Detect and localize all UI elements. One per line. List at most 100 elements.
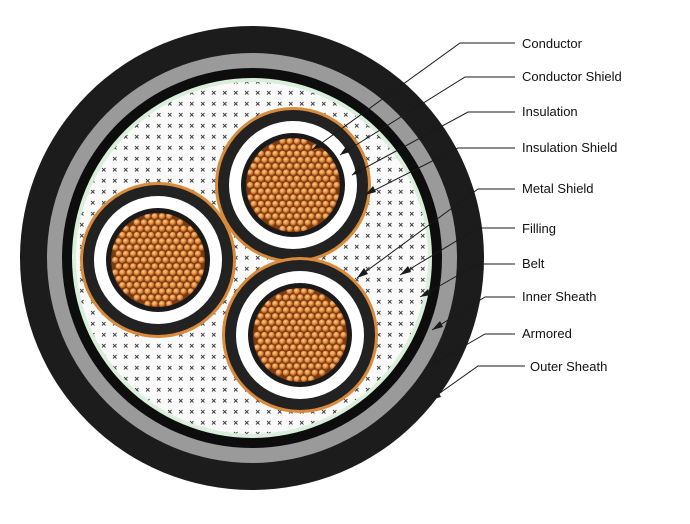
conductor-strand	[264, 325, 272, 332]
conductor-strand	[304, 294, 311, 301]
conductor-strand	[155, 244, 162, 251]
conductor-strand	[315, 150, 322, 157]
conductor-strand	[301, 163, 308, 170]
conductor-strand	[297, 181, 304, 189]
conductor-strand	[286, 338, 293, 345]
conductor-strand	[261, 181, 268, 189]
conductor-strand	[119, 282, 126, 289]
conductor-strand	[176, 269, 184, 276]
conductor-strand	[279, 300, 286, 307]
conductor-strand	[158, 300, 166, 307]
conductor-strand	[133, 219, 140, 226]
conductor-strand	[304, 207, 311, 214]
conductor-strand	[322, 313, 329, 320]
conductor-strand	[122, 263, 130, 270]
conductor-strand	[261, 319, 268, 326]
conductor-strand	[119, 269, 126, 276]
conductor-strand	[126, 244, 133, 251]
conductor-strand	[311, 194, 319, 201]
conductor-strand	[322, 175, 329, 182]
conductor-strand	[297, 294, 304, 301]
conductor-strand	[130, 238, 137, 245]
conductor-strand	[286, 313, 293, 320]
label-insulation-shield: Insulation Shield	[522, 140, 617, 155]
conductor-strand	[319, 181, 326, 189]
conductor-strand	[319, 194, 326, 201]
conductor-strand	[304, 344, 311, 351]
conductor-strand	[318, 357, 326, 364]
arrowhead-inner-sheath	[432, 321, 443, 330]
conductor-strand	[261, 331, 268, 339]
conductor-strand	[286, 188, 293, 195]
conductor-strand	[326, 331, 333, 339]
label-armored: Armored	[522, 326, 572, 341]
conductor-strand	[155, 282, 162, 289]
conductor-strand	[119, 231, 126, 239]
conductor-strand	[119, 244, 126, 251]
conductor-strand	[158, 288, 166, 295]
conductor-strand	[148, 294, 155, 301]
leader-lines	[311, 42, 525, 401]
conductor-strand	[279, 338, 286, 345]
conductor-strand	[319, 207, 326, 214]
conductor-strand	[304, 219, 311, 226]
conductor-strand	[254, 319, 261, 326]
conductor-strand	[329, 188, 337, 195]
conductor-strand	[300, 313, 308, 320]
conductor-strand	[282, 369, 290, 376]
conductor-strand	[336, 313, 344, 320]
conductor-strand	[265, 188, 272, 195]
conductor-strand	[297, 207, 304, 214]
conductor-strand	[293, 200, 301, 208]
conductor-strand	[322, 350, 329, 358]
conductor-strand	[173, 225, 180, 232]
conductor-strand	[326, 357, 333, 364]
conductor-strand	[272, 213, 279, 220]
conductor-strand	[318, 344, 326, 351]
conductor-strand	[329, 325, 336, 332]
conductor-strand	[311, 181, 319, 189]
conductor-strand	[315, 300, 322, 307]
conductor-strand	[286, 300, 293, 307]
conductor-strand	[315, 200, 322, 208]
conductor-strand	[272, 200, 279, 208]
leader-armored	[427, 333, 515, 368]
conductor-strand	[187, 250, 194, 257]
conductor-strand	[300, 338, 308, 345]
conductor-strand	[275, 181, 283, 189]
conductor-strand	[137, 275, 144, 283]
arrowhead-belt	[420, 289, 431, 297]
arrowhead-metal-shield	[357, 268, 368, 278]
conductor-strand	[148, 269, 155, 276]
conductor-strand	[122, 238, 130, 245]
conductor-strand	[282, 344, 290, 351]
conductor-strand	[333, 181, 340, 189]
conductor-strand	[194, 250, 202, 257]
label-filling: Filling	[522, 221, 556, 236]
conductor-strand	[297, 331, 304, 339]
conductor-strand	[290, 344, 297, 351]
conductor-strand	[290, 294, 297, 301]
conductor-strand	[133, 269, 140, 276]
conductor-strand	[191, 231, 198, 239]
conductor-strand	[322, 163, 329, 170]
conductor-strand	[300, 363, 308, 370]
conductor-strand	[126, 269, 133, 276]
conductor-strand	[301, 213, 308, 220]
conductor-strand	[254, 156, 261, 164]
conductor-strand	[293, 375, 300, 382]
conductor-strand	[308, 175, 315, 182]
conductor-strand	[290, 357, 297, 364]
conductor-strand	[162, 282, 169, 289]
conductor-strand	[130, 225, 137, 232]
conductor-strand	[122, 225, 130, 232]
conductor-strand	[144, 275, 151, 283]
conductor-strand	[318, 331, 326, 339]
conductor-strand	[279, 138, 286, 145]
conductor-strand	[254, 181, 261, 189]
conductor-strand	[304, 144, 311, 151]
conductor-strand	[279, 313, 286, 320]
conductor-strand	[301, 175, 308, 182]
conductor-strand	[247, 169, 254, 176]
conductor-strand	[261, 344, 268, 351]
